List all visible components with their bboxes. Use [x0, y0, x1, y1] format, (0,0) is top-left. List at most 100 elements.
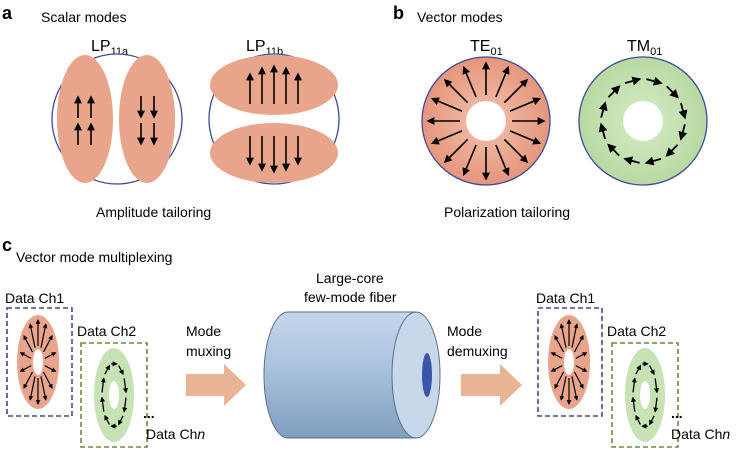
input-ch2-azimuthal-arrows [99, 361, 129, 429]
mode-label-te01-main: TE [470, 38, 490, 55]
input-ellipsis: ... [143, 405, 155, 421]
panel-b-caption: Polarization tailoring [444, 204, 570, 220]
lp11a-mode-profile [51, 53, 183, 185]
radial-arrow [550, 352, 563, 359]
tm01-azimuthal-arrows [598, 76, 688, 166]
radial-arrow [443, 78, 469, 104]
input-ch1-radial-arrows [19, 319, 57, 405]
radial-arrow [573, 371, 584, 390]
lp11a-left-lobe [57, 55, 113, 183]
azimuthal-arrow [607, 143, 620, 157]
azimuthal-arrow [653, 378, 660, 394]
azimuthal-arrow [635, 414, 641, 425]
fiber-core [422, 353, 432, 397]
radial-arrow [462, 144, 477, 177]
radial-arrow [575, 365, 588, 372]
input-ch2-dashed-box [80, 342, 148, 448]
input-data-chn-prefix: Data Ch [146, 426, 197, 442]
azimuthal-arrow [635, 364, 641, 375]
input-data-chn-label: Data Chn [146, 426, 205, 442]
azimuthal-arrow [678, 102, 688, 120]
azimuthal-arrow [598, 101, 608, 118]
input-ch1-te01-mode [17, 315, 59, 409]
azimuthal-arrow [122, 397, 128, 413]
azimuthal-arrow [623, 156, 640, 166]
te01-mode-profile [421, 56, 551, 186]
radial-arrow [430, 130, 463, 145]
fiber-label-line1: Large-core [316, 270, 384, 286]
input-ch2-tm01-mode [94, 348, 134, 442]
lp11b-down-arrows [246, 136, 302, 174]
radial-arrow [40, 323, 48, 348]
panel-a-caption: Amplitude tailoring [96, 204, 211, 220]
radial-arrow [503, 78, 529, 104]
output-ch1-radial-arrows [550, 319, 588, 405]
mux-arrow [186, 364, 246, 406]
azimuthal-arrow [104, 414, 110, 425]
input-ch1-dashed-box [6, 307, 73, 417]
radial-arrow [503, 138, 529, 164]
radial-arrow [42, 371, 53, 390]
mode-label-tm01: TM01 [627, 38, 662, 58]
output-data-chn-var: n [722, 426, 730, 442]
panel-c: c Vector mode multiplexing Data Ch1 Data… [2, 235, 730, 448]
radial-arrow [509, 97, 542, 112]
fiber-body [263, 311, 417, 439]
lp11a-down-arrows [137, 96, 158, 146]
panel-a: a Scalar modes LP11a LP11b [2, 3, 340, 220]
demux-label-line2: demuxing [447, 343, 508, 359]
te01-center-hole [466, 101, 506, 141]
input-data-ch2-label: Data Ch2 [77, 323, 136, 339]
panel-a-letter: a [2, 3, 13, 23]
mode-label-te01: TE01 [470, 38, 503, 58]
output-data-chn-label: Data Chn [671, 426, 730, 442]
panel-a-title: Scalar modes [41, 9, 127, 25]
azimuthal-arrow [649, 365, 655, 376]
demux-arrow [461, 364, 522, 406]
tm01-mode-profile [578, 56, 708, 186]
radial-arrow [44, 365, 57, 372]
azimuthal-arrow [646, 76, 663, 86]
radial-arrow [571, 376, 579, 401]
output-ch2-dashed-box [611, 342, 679, 448]
fiber-label-line2: few-mode fiber [304, 289, 397, 305]
te01-radial-arrows [426, 61, 546, 181]
panel-b-letter: b [393, 3, 404, 23]
radial-arrow [495, 65, 510, 98]
azimuthal-arrow [631, 377, 637, 393]
radial-arrow [430, 97, 463, 112]
mode-label-tm01-main: TM [627, 38, 650, 55]
radial-arrow [550, 365, 563, 372]
radial-arrow [44, 352, 57, 359]
few-mode-fiber [263, 311, 441, 439]
output-ch1-dashed-box [537, 307, 603, 417]
radial-arrow [554, 371, 565, 390]
azimuthal-arrow [118, 415, 124, 426]
lp11a-right-lobe [119, 55, 175, 183]
radial-arrow [575, 352, 588, 359]
mode-label-lp11a-main: LP [91, 38, 111, 55]
azimuthal-arrow [649, 415, 655, 426]
output-ch2-tm01-mode [625, 348, 665, 442]
panel-b: b Vector modes TE01 TM01 Polarization ta… [393, 3, 708, 220]
azimuthal-arrow [99, 396, 106, 412]
mode-label-lp11b-main: LP [246, 38, 266, 55]
radial-arrow [42, 334, 53, 353]
lp11b-mode-profile [208, 53, 340, 185]
input-data-ch1-label: Data Ch1 [5, 290, 64, 306]
azimuthal-arrow [630, 396, 637, 412]
radial-arrow [571, 323, 579, 348]
radial-arrow [559, 323, 567, 348]
mode-label-tm01-sub: 01 [650, 46, 662, 58]
mode-label-te01-sub: 01 [490, 46, 502, 58]
azimuthal-arrow [122, 378, 129, 394]
radial-arrow [28, 376, 36, 401]
lp11a-up-arrows [74, 95, 95, 145]
radial-arrow [554, 334, 565, 353]
azimuthal-arrow [118, 365, 124, 376]
radial-arrow [495, 144, 510, 177]
tm01-center-hole [623, 101, 663, 141]
mux-label-line2: muxing [186, 343, 231, 359]
azimuthal-arrow [104, 364, 110, 375]
